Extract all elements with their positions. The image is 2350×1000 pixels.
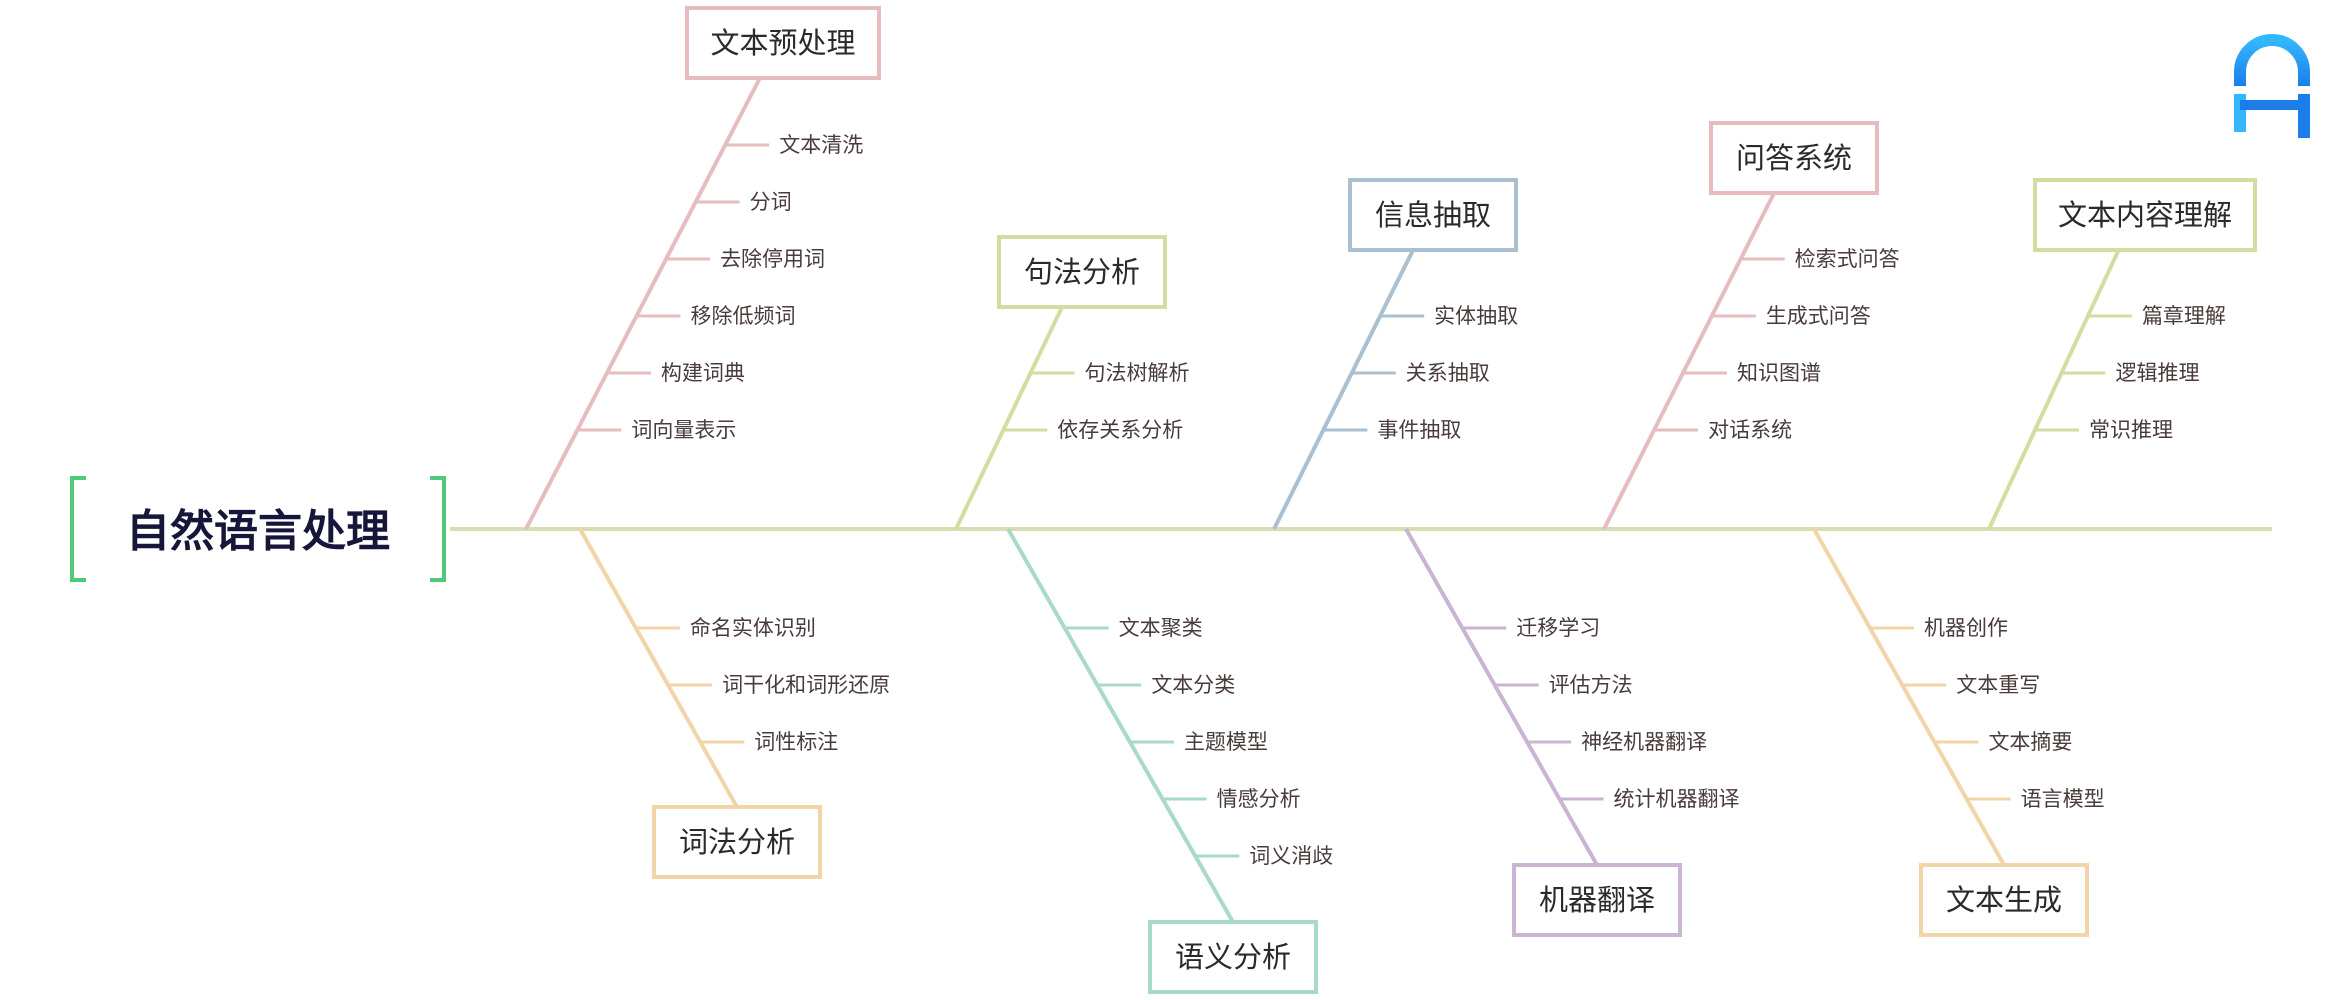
- branch-box[interactable]: [685, 6, 881, 80]
- leaf-label[interactable]: 评估方法: [1549, 673, 1633, 697]
- leaf-label[interactable]: 词干化和词形还原: [722, 673, 890, 697]
- leaf-label[interactable]: 语言模型: [2021, 787, 2105, 811]
- leaf-label[interactable]: 统计机器翻译: [1613, 787, 1739, 811]
- leaf-label[interactable]: 实体抽取: [1434, 304, 1518, 328]
- leaf-label[interactable]: 依存关系分析: [1057, 418, 1183, 442]
- branch-title: 文本预处理: [710, 26, 855, 60]
- leaf-label[interactable]: 关系抽取: [1406, 361, 1490, 385]
- branch-box[interactable]: [1348, 178, 1518, 252]
- leaf-label[interactable]: 命名实体识别: [690, 616, 816, 640]
- branch-title: 语义分析: [1175, 940, 1291, 974]
- leaf-label[interactable]: 篇章理解: [2142, 304, 2226, 328]
- branch-title: 机器翻译: [1539, 883, 1655, 917]
- leaf-label[interactable]: 情感分析: [1217, 787, 1301, 811]
- branch-title: 信息抽取: [1375, 198, 1491, 232]
- leaf-label[interactable]: 分词: [750, 190, 792, 214]
- branch-box[interactable]: [1919, 863, 2089, 937]
- leaf-label[interactable]: 机器创作: [1924, 616, 2008, 640]
- branch-title: 文本生成: [1946, 883, 2062, 917]
- leaf-label[interactable]: 构建词典: [661, 361, 745, 385]
- branch-box[interactable]: [2033, 178, 2257, 252]
- leaf-label[interactable]: 逻辑推理: [2115, 361, 2199, 385]
- leaf-label[interactable]: 移除低频词: [690, 304, 795, 328]
- leaf-label[interactable]: 神经机器翻译: [1581, 730, 1707, 754]
- branch-box[interactable]: [1512, 863, 1682, 937]
- leaf-label[interactable]: 文本重写: [1956, 673, 2040, 697]
- branch-title: 词法分析: [679, 825, 795, 859]
- branch-title: 句法分析: [1024, 255, 1140, 289]
- branch-line: [1006, 528, 1235, 923]
- leaf-label[interactable]: 文本聚类: [1119, 616, 1203, 640]
- leaf-label[interactable]: 常识推理: [2089, 418, 2173, 442]
- leaf-label[interactable]: 知识图谱: [1737, 361, 1821, 385]
- branch-line: [1404, 528, 1599, 866]
- title-bracket-left: [70, 476, 86, 582]
- branch-box[interactable]: [1709, 121, 1879, 195]
- branch-box[interactable]: [652, 805, 822, 879]
- branch-line: [1602, 192, 1776, 530]
- leaf-label[interactable]: 去除停用词: [720, 247, 825, 271]
- leaf-label[interactable]: 事件抽取: [1377, 418, 1461, 442]
- branch-box[interactable]: [997, 235, 1167, 309]
- leaf-label[interactable]: 检索式问答: [1795, 247, 1900, 271]
- title-bracket-right: [430, 476, 446, 582]
- leaf-label[interactable]: 主题模型: [1184, 730, 1268, 754]
- branch-title: 文本内容理解: [2058, 198, 2232, 232]
- branch-line: [1812, 528, 2006, 866]
- branch-line: [1987, 249, 2121, 530]
- title-node[interactable]: 自然语言处理: [70, 476, 446, 582]
- leaf-label[interactable]: 迁移学习: [1516, 616, 1600, 640]
- leaf-label[interactable]: 文本分类: [1151, 673, 1235, 697]
- branch-line: [524, 77, 762, 530]
- brand-logo-icon: [2234, 34, 2310, 138]
- branch-box[interactable]: [1148, 920, 1318, 994]
- leaf-label[interactable]: 文本清洗: [779, 133, 863, 157]
- leaf-label[interactable]: 对话系统: [1708, 418, 1792, 442]
- leaf-label[interactable]: 词向量表示: [631, 418, 736, 442]
- branch-line: [954, 306, 1064, 530]
- branch-line: [578, 528, 739, 808]
- leaf-label[interactable]: 文本摘要: [1988, 730, 2072, 754]
- leaf-label[interactable]: 词义消歧: [1249, 844, 1333, 868]
- leaf-label[interactable]: 句法树解析: [1085, 361, 1190, 385]
- diagram-title: 自然语言处理: [126, 506, 390, 557]
- leaf-label[interactable]: 词性标注: [754, 730, 838, 754]
- leaf-label[interactable]: 生成式问答: [1766, 304, 1871, 328]
- branch-line: [1272, 249, 1415, 530]
- branch-title: 问答系统: [1736, 141, 1852, 175]
